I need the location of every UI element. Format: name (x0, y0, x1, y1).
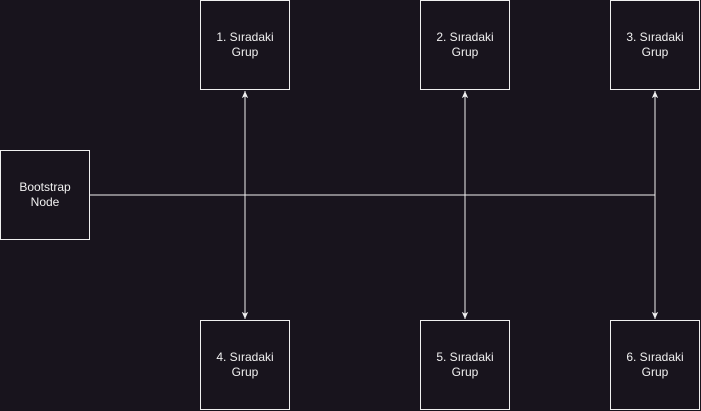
group-4-node[interactable]: 4. Sıradaki Grup (200, 320, 290, 410)
bootstrap-node-label: Bootstrap Node (19, 180, 71, 209)
group-6-label: 6. Sıradaki Grup (626, 350, 684, 379)
group-2-label: 2. Sıradaki Grup (436, 30, 494, 59)
group-5-label: 5. Sıradaki Grup (436, 350, 494, 379)
group-2-node[interactable]: 2. Sıradaki Grup (420, 0, 510, 90)
group-1-label: 1. Sıradaki Grup (216, 30, 274, 59)
group-1-node[interactable]: 1. Sıradaki Grup (200, 0, 290, 90)
bootstrap-node[interactable]: Bootstrap Node (0, 150, 90, 240)
group-6-node[interactable]: 6. Sıradaki Grup (610, 320, 700, 410)
group-4-label: 4. Sıradaki Grup (216, 350, 274, 379)
group-3-node[interactable]: 3. Sıradaki Grup (610, 0, 700, 90)
group-3-label: 3. Sıradaki Grup (626, 30, 684, 59)
group-5-node[interactable]: 5. Sıradaki Grup (420, 320, 510, 410)
